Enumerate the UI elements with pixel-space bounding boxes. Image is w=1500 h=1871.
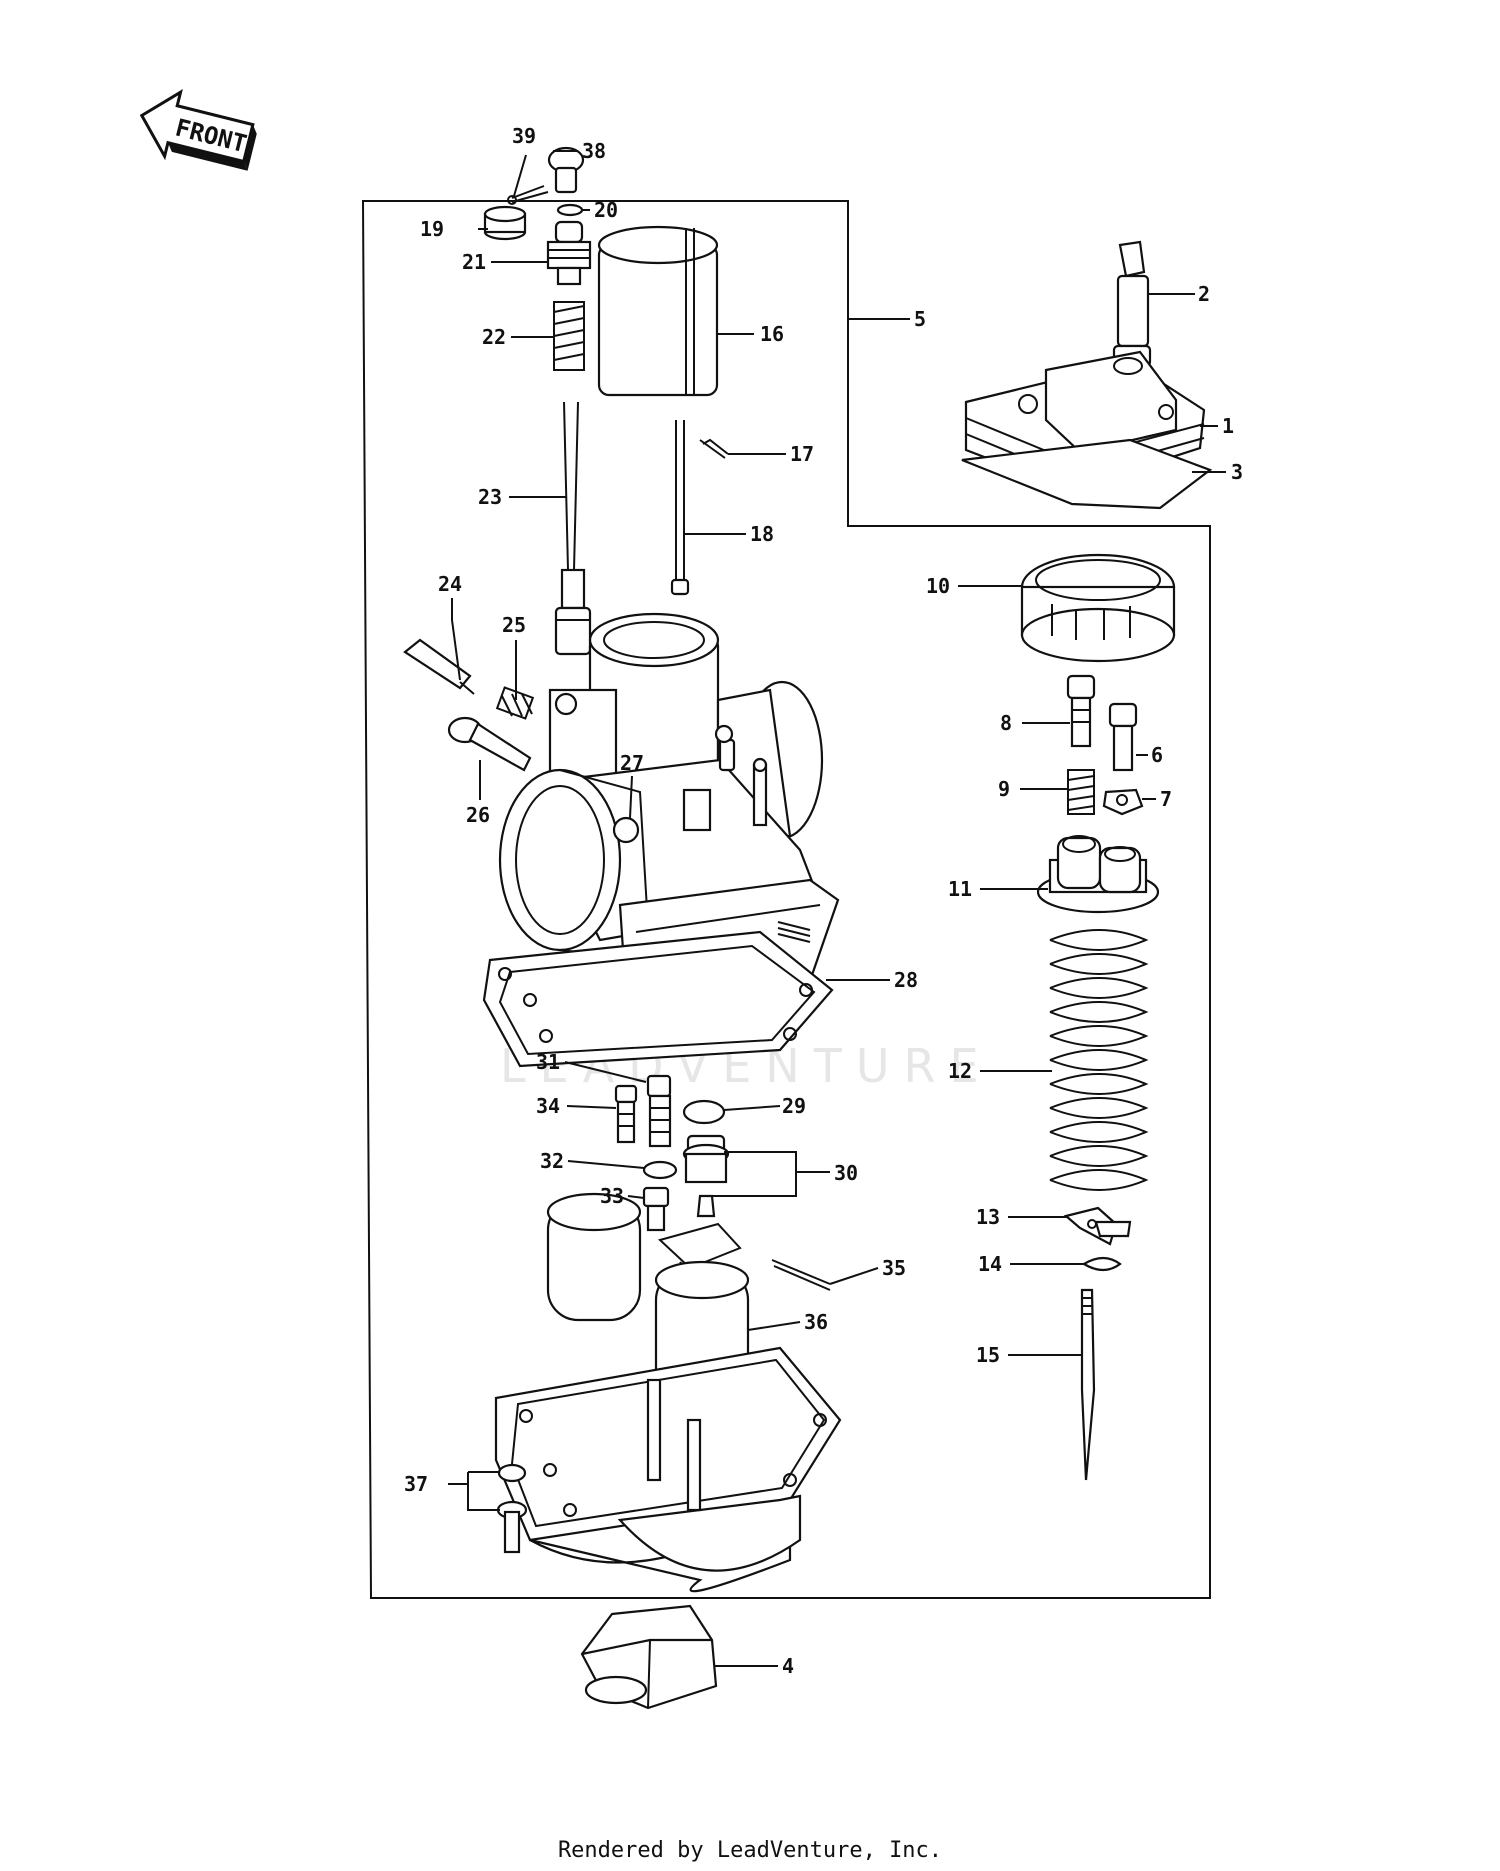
callout-1: 1 [1222, 414, 1234, 438]
footer-credit: Rendered by LeadVenture, Inc. [557, 1838, 943, 1863]
callout-13: 13 [976, 1205, 1000, 1229]
callout-36: 36 [804, 1310, 828, 1334]
part-18-jet-needle [670, 420, 690, 596]
callout-34: 34 [536, 1094, 560, 1118]
front-arrow-icon: FRONT [139, 89, 257, 171]
callout-35: 35 [882, 1256, 906, 1280]
part-6-screw [1108, 702, 1138, 772]
part-16-throttle-slide [597, 225, 719, 397]
part-3-gasket [961, 438, 1213, 510]
callout-8: 8 [1000, 711, 1012, 735]
part-30-needle-valve [682, 1134, 730, 1218]
part-15-needle [1080, 1288, 1096, 1481]
part-4-bracket [580, 1604, 718, 1710]
assembly-frame [361, 200, 1211, 1599]
part-17-clip [699, 438, 729, 459]
part-31-main-jet [646, 1074, 672, 1148]
callout-37: 37 [404, 1472, 428, 1496]
part-25-spring [495, 686, 535, 720]
callout-21: 21 [462, 250, 486, 274]
callout-26: 26 [466, 803, 490, 827]
callout-2: 2 [1198, 282, 1210, 306]
part-22-spring [553, 301, 585, 371]
part-float-left [546, 1192, 642, 1322]
part-13-retainer [1063, 1206, 1132, 1246]
callout-12: 12 [948, 1059, 972, 1083]
callout-32: 32 [540, 1149, 564, 1173]
part-34-pilot-jet [614, 1084, 638, 1144]
callout-9: 9 [998, 777, 1010, 801]
callout-3: 3 [1231, 460, 1243, 484]
part-20-oring [556, 203, 584, 217]
callout-22: 22 [482, 325, 506, 349]
part-8-adjust-screw [1066, 674, 1096, 748]
part-35-float-pin [771, 1259, 831, 1291]
callout-labels: 1 2 3 4 5 6 7 8 9 10 11 12 13 14 15 16 1… [404, 124, 1243, 1678]
part-29-washer [682, 1099, 726, 1125]
part-7-nut [1102, 788, 1144, 816]
part-11-cap [1036, 835, 1160, 914]
part-10-cap-nut [1020, 553, 1176, 663]
callout-27: 27 [620, 751, 644, 775]
callout-18: 18 [750, 522, 774, 546]
callout-5: 5 [914, 307, 926, 331]
callout-29: 29 [782, 1094, 806, 1118]
part-21-adjuster [546, 220, 592, 286]
callout-19: 19 [420, 217, 444, 241]
part-32-washer [642, 1160, 678, 1180]
callout-33: 33 [600, 1184, 624, 1208]
callout-14: 14 [978, 1252, 1002, 1276]
callout-6: 6 [1151, 743, 1163, 767]
part-12-spring [1049, 929, 1149, 1191]
part-23-rod [554, 401, 592, 656]
part-26-bolt [447, 716, 532, 772]
callout-24: 24 [438, 572, 462, 596]
part-2-cable-fitting [1112, 240, 1152, 368]
callout-17: 17 [790, 442, 814, 466]
callout-20: 20 [594, 198, 618, 222]
callout-31: 31 [536, 1050, 560, 1074]
callout-7: 7 [1160, 787, 1172, 811]
part-28-gasket [482, 930, 834, 1068]
callout-10: 10 [926, 574, 950, 598]
callout-38: 38 [582, 139, 606, 163]
callout-15: 15 [976, 1343, 1000, 1367]
callout-16: 16 [760, 322, 784, 346]
callout-4: 4 [782, 1654, 794, 1678]
callout-23: 23 [478, 485, 502, 509]
part-9-spring [1067, 769, 1095, 815]
part-24-pilot-screw [403, 638, 475, 695]
part-37-screw [496, 1463, 528, 1554]
callout-30: 30 [834, 1161, 858, 1185]
callout-25: 25 [502, 613, 526, 637]
leader-lines [448, 150, 1226, 1667]
part-33-jet [642, 1186, 670, 1232]
part-14-clip [1081, 1256, 1122, 1272]
part-19-nut [483, 205, 527, 241]
part-39-pin [507, 185, 549, 205]
callout-11: 11 [948, 877, 972, 901]
callout-39: 39 [512, 124, 536, 148]
callout-28: 28 [894, 968, 918, 992]
part-38-cap [547, 146, 585, 194]
part-float-bowl [494, 1346, 842, 1593]
